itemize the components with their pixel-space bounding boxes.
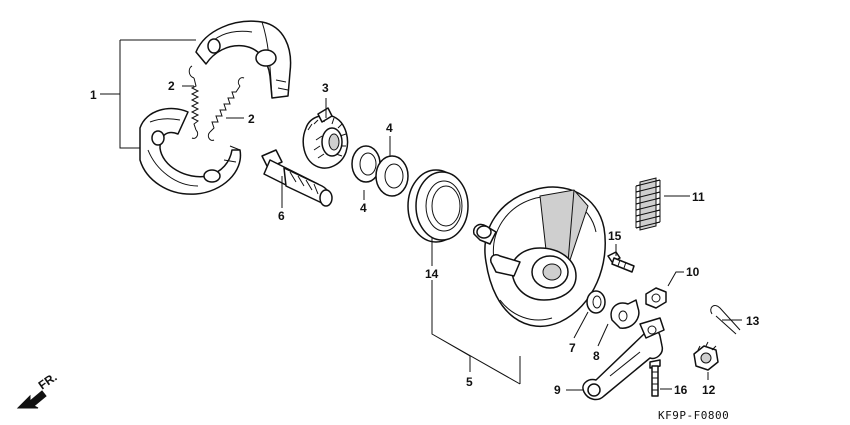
callout-2a: 2 [168, 79, 175, 93]
callout-3: 3 [322, 81, 329, 95]
callout-10: 10 [686, 265, 700, 279]
spring-left [188, 65, 200, 139]
callout-4a: 4 [386, 121, 393, 135]
spring-right [207, 77, 245, 141]
speedometer-gear [302, 107, 349, 169]
nut [645, 287, 667, 309]
callout-1: 1 [90, 88, 97, 102]
return-spring [635, 177, 661, 231]
dust-seal [407, 169, 469, 243]
callout-12: 12 [702, 383, 716, 397]
brake-panel [472, 186, 606, 327]
washer-7 [586, 290, 606, 314]
indicator-plate [610, 299, 640, 329]
callout-13: 13 [746, 314, 760, 328]
brake-arm [582, 317, 665, 401]
brake-cam-shaft [261, 149, 333, 207]
leader-lines [100, 39, 742, 391]
bolt [649, 359, 661, 397]
callout-15: 15 [608, 229, 622, 243]
callout-labels: 1 2 2 3 4 4 6 14 5 15 11 10 13 7 8 9 16 … [90, 79, 760, 397]
callout-7: 7 [569, 341, 576, 355]
callout-8: 8 [593, 349, 600, 363]
brake-shoe-lower [139, 107, 242, 195]
callout-2b: 2 [248, 112, 255, 126]
front-arrow-icon [16, 390, 47, 409]
castle-nut [693, 341, 719, 371]
callout-14: 14 [425, 267, 439, 281]
screw [607, 251, 635, 273]
drawing-code: KF9P-F0800 [658, 409, 729, 422]
cotter-pin [710, 305, 741, 335]
callout-11: 11 [692, 190, 705, 204]
direction-label: FR. [36, 370, 60, 393]
washer-lower [375, 155, 409, 197]
callout-9: 9 [554, 383, 561, 397]
callout-6: 6 [278, 209, 285, 223]
callout-4b: 4 [360, 201, 367, 215]
front-direction-indicator: FR. [16, 370, 60, 409]
callout-5: 5 [466, 375, 473, 389]
brake-shoe-upper [195, 20, 292, 99]
callout-16: 16 [674, 383, 688, 397]
